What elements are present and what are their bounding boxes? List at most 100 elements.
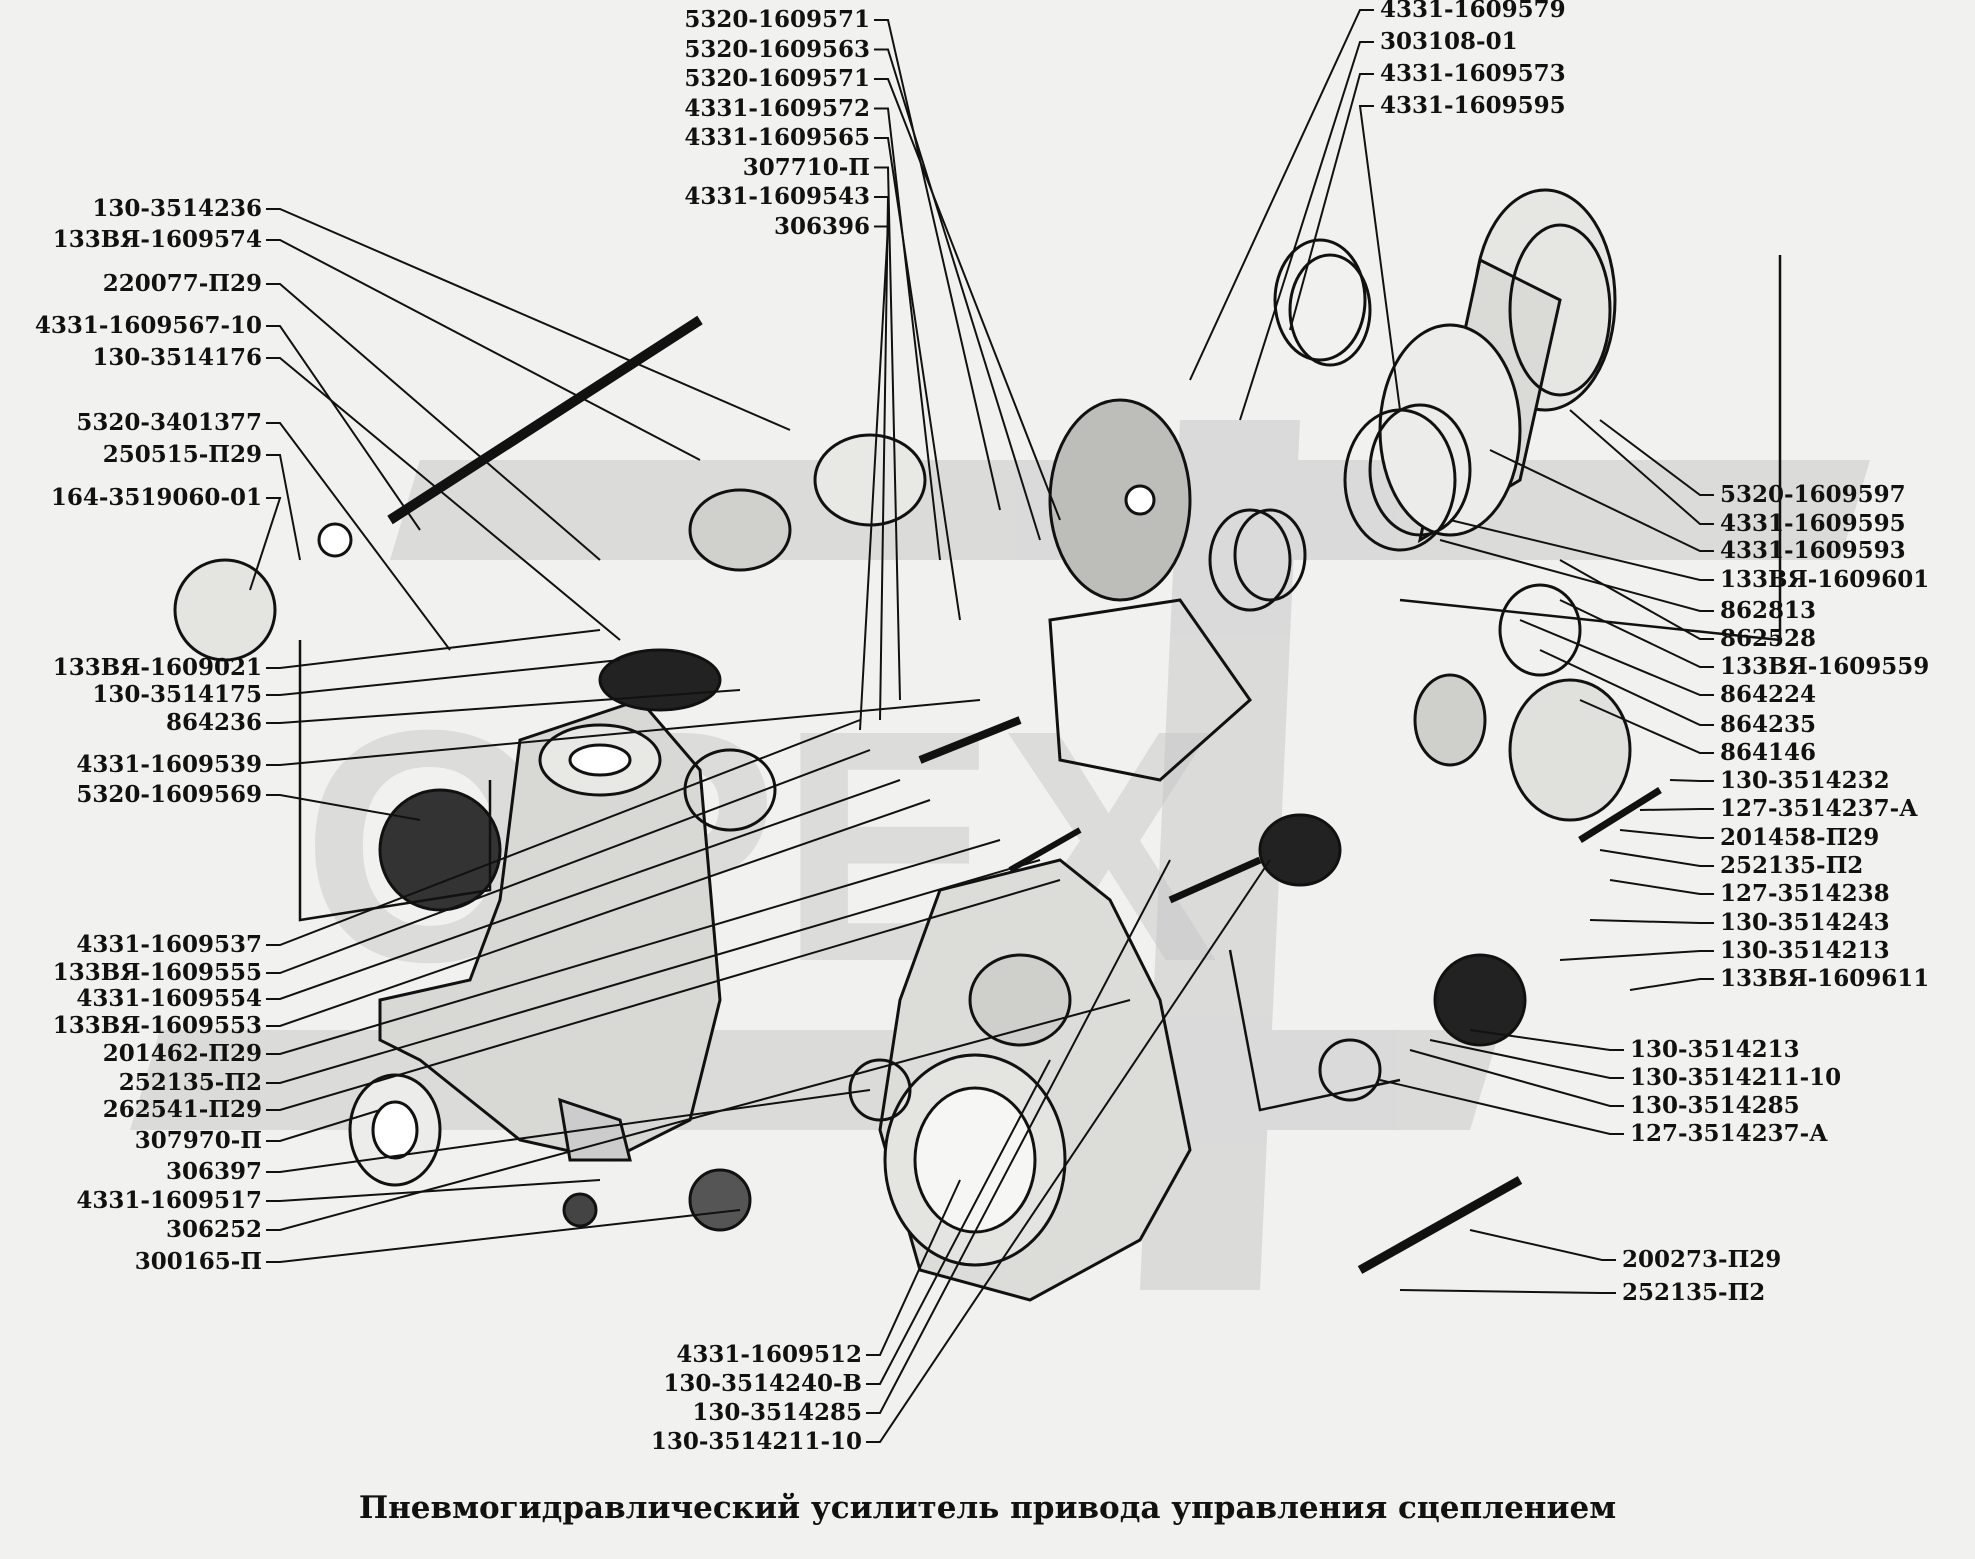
diagram-title: Пневмогидравлический усилитель привода у… [358,1490,1617,1526]
leader-line [249,497,282,591]
leader-line [866,859,1271,1443]
part-label: 864235 [1720,711,1817,738]
leader-line [1609,879,1714,895]
leader-line [266,422,451,651]
diaphragm [1048,398,1252,782]
leader-line [1239,41,1374,421]
leader-line [266,239,701,461]
part-label: 303108-01 [1380,28,1518,55]
part-label: 127-3514237-А [1630,1120,1828,1147]
leader-line [266,325,421,531]
leader-line [266,799,931,1027]
leader-line [874,137,961,621]
leader-line [266,719,861,946]
leader-line [266,1179,601,1202]
part-label: 864236 [165,709,262,736]
part-label: 862528 [1720,625,1817,652]
group-brackets [298,255,1782,1112]
leader-line [266,629,601,669]
part-label: 164-3519060-01 [50,484,262,511]
part-label: 220077-П29 [102,270,262,297]
leader-line [1189,9,1374,381]
leader-line [266,208,791,431]
part-label: 4331-1609595 [1720,510,1906,537]
part-label: 4331-1609573 [1380,60,1566,87]
part-label: 130-3514236 [92,195,262,222]
part-label: 5320-1609571 [684,65,870,92]
leader-line [1569,409,1714,525]
part-label: 4331-1609512 [676,1341,862,1368]
part-label: 306397 [165,1158,262,1185]
part-label: 130-3514240-В [663,1370,862,1397]
leader-line [866,859,1171,1414]
leader-line [266,1209,741,1263]
leader-lines [249,9,1714,1443]
leader-line [874,166,901,701]
leader-line [266,879,1061,1111]
leader-line [1469,1229,1616,1261]
part-label: 4331-1609572 [684,94,870,122]
part-label: 130-3514243 [1720,909,1890,936]
part-label: 300165-П [134,1248,262,1275]
leader-line [266,839,1001,1055]
part-label: 4331-1609537 [76,931,262,958]
leader-line [1399,1289,1616,1294]
leader-line [1559,599,1714,668]
part-label: 201462-П29 [102,1040,262,1067]
leader-line [1289,73,1374,331]
leader-line [266,749,871,974]
part-label: 307710-П [742,153,870,181]
leader-line [874,78,1061,521]
part-label: 306252 [165,1216,262,1243]
part-label: 252135-П2 [118,1069,262,1096]
leader-line [1469,1029,1624,1051]
part-label: 4331-1609565 [684,124,870,151]
part-label: 133ВЯ-1609553 [52,1012,262,1039]
leader-line [1358,105,1401,411]
part-label: 4331-1609554 [76,985,262,1012]
part-label: 133ВЯ-1609559 [1720,653,1930,680]
valve-body [348,698,722,1187]
part-label: 252135-П2 [1622,1279,1766,1306]
leader-line [1539,649,1714,726]
leader-line [1379,1079,1624,1135]
part-label: 5320-1609569 [76,781,262,808]
part-label: 130-3514211-10 [650,1428,862,1455]
part-label: 130-3514232 [1720,767,1890,794]
small-parts [173,315,1662,1274]
part-label: 4331-1609517 [76,1187,262,1214]
leader-line [1589,919,1714,924]
leader-line [1559,559,1714,640]
part-label: 127-3514237-А [1720,795,1918,822]
leader-line [866,1059,1051,1385]
part-label: 252135-П2 [1720,852,1864,879]
part-label: 133ВЯ-1609555 [52,959,262,986]
leader-line [266,699,981,766]
part-label: 133ВЯ-1609021 [52,654,262,681]
part-label: 4331-1609579 [1380,0,1566,23]
leader-line [266,859,1041,1084]
part-label: 201458-П29 [1720,824,1880,851]
leader-line [266,283,601,561]
part-label: 864146 [1720,739,1817,766]
part-label: 133ВЯ-1609574 [52,226,262,253]
leader-line [1669,779,1714,782]
part-label: 4331-1609539 [76,751,262,778]
part-label: 864224 [1720,681,1817,708]
part-label: 130-3514213 [1630,1036,1800,1063]
leader-line [1489,449,1714,552]
leader-line [266,794,421,821]
part-label: 5320-3401377 [76,409,262,436]
leader-line [1619,829,1714,839]
part-label: 250515-П29 [102,441,262,468]
leader-line [266,779,901,1000]
leader-line [1599,849,1714,867]
leader-line [859,225,890,731]
part-label: 862813 [1720,597,1817,624]
leader-line [1519,619,1714,696]
part-label: 133ВЯ-1609611 [1720,965,1930,992]
leader-line [874,19,1001,511]
leader-line [266,357,621,641]
leader-line [1599,419,1714,496]
